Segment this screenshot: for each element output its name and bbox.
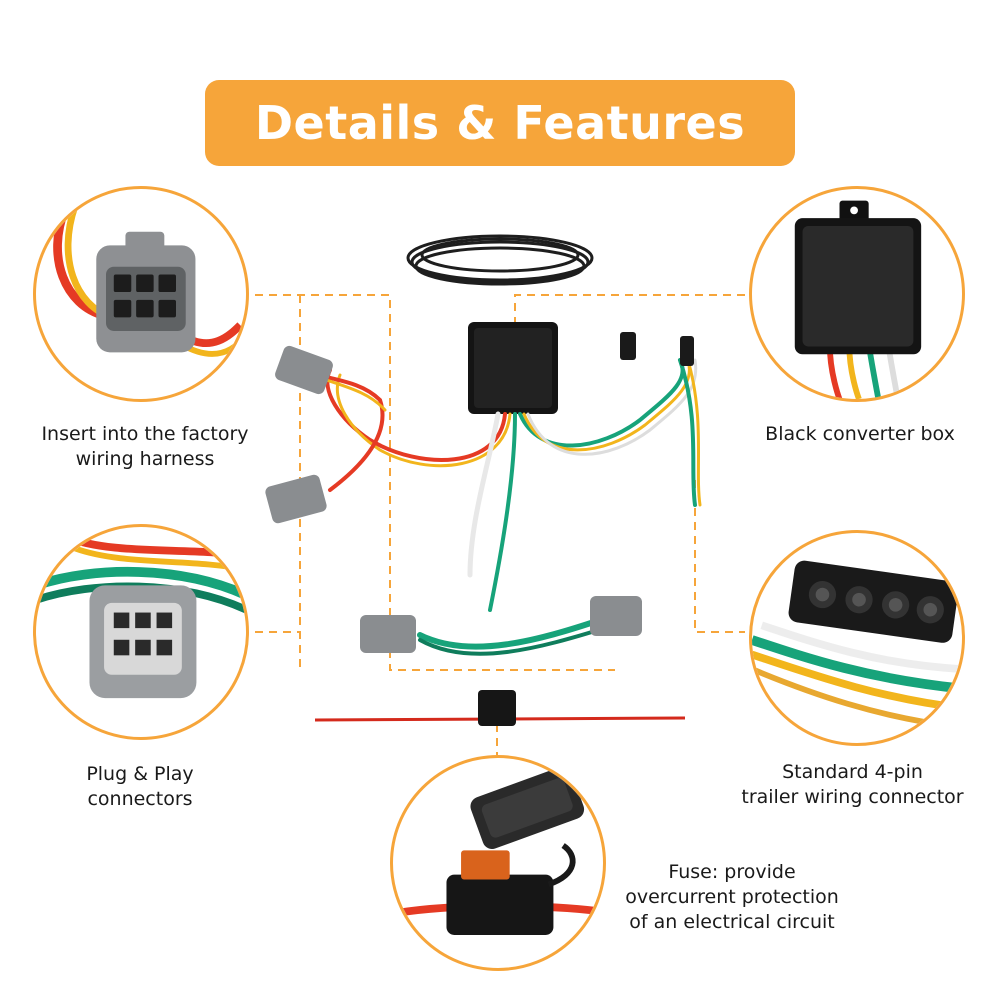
header-banner: Details & Features bbox=[205, 80, 795, 166]
caption-line: Fuse: provide bbox=[668, 861, 796, 883]
caption-line: wiring harness bbox=[75, 448, 215, 470]
caption-line: of an electrical circuit bbox=[629, 911, 835, 933]
trailer-connector-detail bbox=[749, 530, 965, 746]
caption-line: trailer wiring connector bbox=[741, 786, 964, 808]
fuse-holder-icon bbox=[393, 766, 603, 935]
plug-play-connector-icon bbox=[36, 533, 246, 699]
factory-harness-caption: Insert into the factory wiring harness bbox=[20, 422, 270, 472]
caption-line: Insert into the factory bbox=[41, 423, 249, 445]
converter-box-caption: Black converter box bbox=[740, 422, 980, 447]
fuse-detail bbox=[390, 755, 606, 971]
trailer-connector-caption: Standard 4-pin trailer wiring connector bbox=[725, 760, 980, 810]
caption-line: Plug & Play bbox=[86, 763, 194, 785]
converter-box-detail bbox=[749, 186, 965, 402]
factory-harness-detail bbox=[33, 186, 249, 402]
caption-line: Black converter box bbox=[765, 423, 955, 445]
caption-line: overcurrent protection bbox=[625, 886, 839, 908]
converter-box-zoom-icon bbox=[794, 200, 922, 399]
plug-play-caption: Plug & Play connectors bbox=[20, 762, 260, 812]
four-pin-connector-icon bbox=[752, 560, 962, 731]
factory-connector-icon bbox=[53, 205, 246, 357]
plug-play-detail bbox=[33, 524, 249, 740]
caption-line: connectors bbox=[87, 788, 193, 810]
caption-line: Standard 4-pin bbox=[782, 761, 923, 783]
fuse-caption: Fuse: provide overcurrent protection of … bbox=[612, 860, 852, 935]
page-title: Details & Features bbox=[254, 96, 746, 150]
